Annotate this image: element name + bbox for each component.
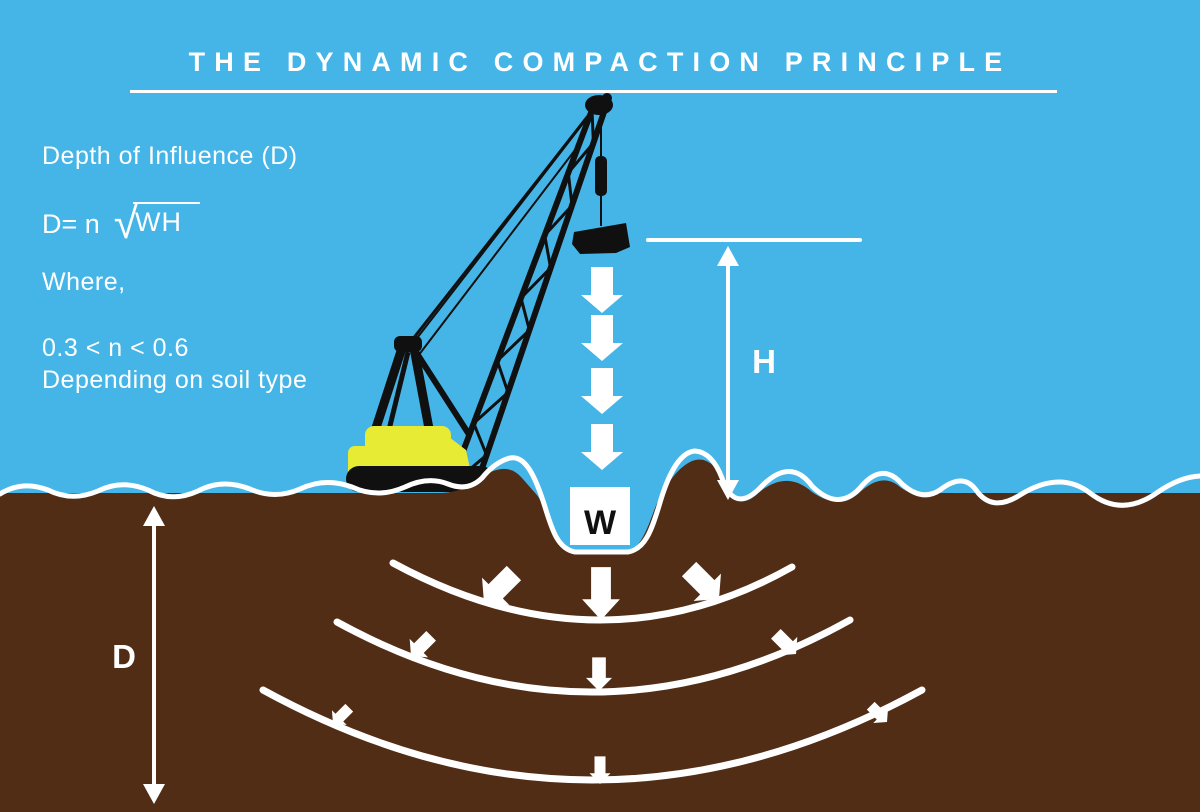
shockwave-arc-1	[389, 559, 796, 624]
n-note-text: Depending on soil type	[42, 366, 308, 394]
depth-dimension: D	[112, 506, 165, 804]
shockwave-arc-3	[259, 686, 926, 784]
formula-prefix: D= n	[42, 209, 100, 239]
weight-box	[570, 487, 630, 545]
impact-weight: W	[570, 487, 630, 545]
crane-gantry-leg	[369, 346, 407, 436]
height-label: H	[752, 343, 776, 380]
crane-cables	[401, 103, 599, 357]
square-root-icon: √	[113, 199, 138, 248]
arrowhead-up-icon	[717, 246, 739, 266]
crane-gantry-leg	[385, 351, 411, 435]
depth-label: D	[112, 638, 136, 675]
crane-gantry-leg	[409, 347, 435, 435]
arrowhead-down-icon	[143, 784, 165, 804]
crane-boom-chord	[473, 111, 607, 487]
arrowhead-up-icon	[143, 506, 165, 526]
boom-tip-pulley-nub	[602, 93, 612, 103]
height-dimension: H	[646, 238, 862, 500]
n-range-text: 0.3 < n < 0.6	[42, 334, 189, 362]
soil-ground	[0, 459, 1200, 812]
title-underline	[130, 90, 1057, 93]
hook-block	[595, 156, 607, 196]
shockwave-arc-2	[333, 616, 854, 696]
crane-boom-chord	[447, 108, 595, 488]
depth-of-influence-text: Depth of Influence (D)	[42, 142, 298, 170]
page-title: THE DYNAMIC COMPACTION PRINCIPLE	[188, 47, 1012, 77]
weight-label: W	[584, 504, 617, 542]
surface-wave-line	[0, 448, 1200, 555]
depth-formula: D= n √ WH	[42, 199, 201, 248]
where-text: Where,	[42, 268, 126, 296]
crawler-crane-illustration	[346, 93, 630, 492]
crane-gantry-strut	[413, 350, 473, 438]
formula-radicand: WH	[132, 202, 201, 238]
shockwave-arcs	[259, 559, 926, 784]
drop-weight-icon	[572, 223, 630, 254]
arrowhead-down-icon	[717, 480, 739, 500]
